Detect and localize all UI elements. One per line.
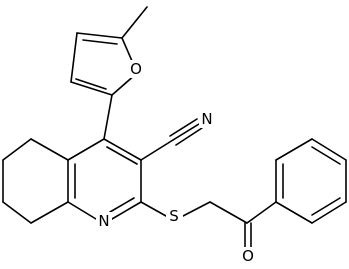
bond-furan-c4-c5-inner [82, 39, 118, 45]
bond-c3-cn [140, 139, 174, 161]
bond-cn-triple-1 [172, 123, 200, 141]
bonds [2, 6, 347, 250]
bond-furan-c4-c5 [76, 32, 123, 39]
atom-ketone-oxygen: O [242, 247, 254, 265]
bond-c2-n [111, 201, 142, 220]
bond-furan-c5-o [121, 37, 133, 62]
bond-furan-c3-c4 [70, 32, 78, 83]
bond-c4a-c4 [67, 138, 105, 161]
bond-ph-5 [311, 201, 347, 224]
bond-ch2-co [209, 201, 248, 224]
bond-cn-triple-3 [175, 127, 203, 146]
atom-sulfur: S [169, 207, 179, 225]
bond-furan-pyridine [103, 94, 113, 140]
bond-ph-3 [311, 138, 347, 161]
bond-c2-s [140, 201, 167, 217]
bond-ph-6 [275, 201, 313, 224]
bond-ph-2 [275, 138, 313, 161]
atom-furan-oxygen: O [130, 60, 142, 78]
bond-c4a-c5 [30, 138, 69, 161]
bond-ph-3-inner [311, 146, 341, 165]
bond-ph-5-inner [311, 197, 341, 216]
bond-c7-c8 [2, 201, 32, 224]
atom-labels: O N N S O [96, 60, 256, 265]
atom-nitrile-nitrogen: N [201, 110, 212, 128]
bond-n-c8a [67, 201, 97, 220]
bond-c4-c3-inner [106, 146, 138, 165]
bond-c4-c3 [103, 138, 142, 161]
bond-c5-c6 [2, 138, 32, 161]
bond-furan-c2-c3 [70, 81, 113, 96]
bond-c8-c8a [30, 201, 69, 224]
bond-furan-c2-c3-inner [75, 78, 107, 90]
atom-pyridine-nitrogen: N [98, 212, 109, 230]
bond-c2-n-inner [109, 197, 135, 213]
bond-co-phenyl [246, 201, 277, 224]
bond-cn-triple-2 [169, 118, 198, 137]
bond-s-ch2 [182, 201, 211, 217]
bond-methyl [121, 6, 148, 39]
